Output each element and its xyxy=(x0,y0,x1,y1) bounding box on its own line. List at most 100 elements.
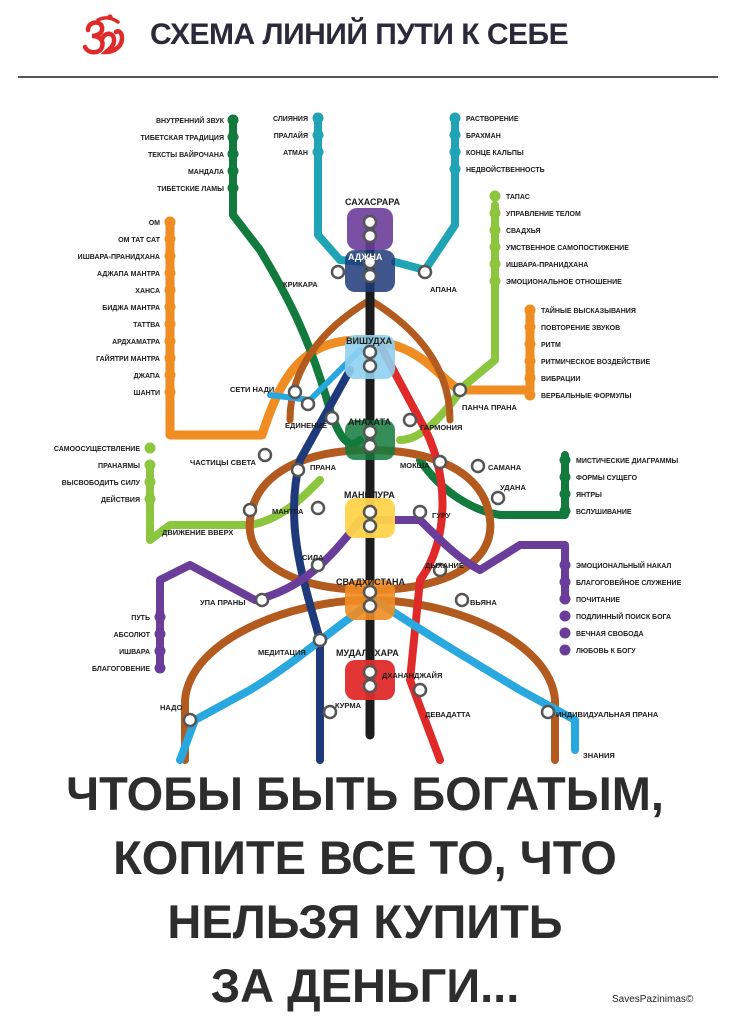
teal-line-right xyxy=(391,114,459,274)
svg-text:КОНЦЕ КАЛЬПЫ: КОНЦЕ КАЛЬПЫ xyxy=(466,150,524,157)
svg-text:ОМ ТАТ САТ: ОМ ТАТ САТ xyxy=(118,237,161,244)
station-devadatta: ДЕВАДАТТА xyxy=(425,710,471,719)
chakra-label-svadhisthana: СВАДХИСТАНА xyxy=(336,577,405,587)
station-dvizhenie-vverh: ДВИЖЕНИЕ ВВЕРХ xyxy=(162,528,233,537)
list-teal-right: РАСТВОРЕНИЕ БРАХМАН КОНЦЕ КАЛЬПЫ НЕДВОЙС… xyxy=(466,116,545,174)
chakra-label-muladhara: МУДАЛАХАРА xyxy=(336,648,399,658)
svg-text:СЛИЯНИЯ: СЛИЯНИЯ xyxy=(273,116,308,123)
svg-text:ШАНТИ: ШАНТИ xyxy=(134,390,160,397)
station-seti-nadi: СЕТИ НАДИ xyxy=(230,385,274,394)
station-samana: САМАНА xyxy=(488,463,522,472)
svg-text:ПОЧИТАНИЕ: ПОЧИТАНИЕ xyxy=(576,597,620,604)
svg-text:ВЫСВОБОДИТЬ СИЛУ: ВЫСВОБОДИТЬ СИЛУ xyxy=(62,480,141,487)
station-individualnaya-prana: ИНДИВИДУАЛЬНАЯ ПРАНА xyxy=(556,710,659,719)
svg-text:БЛАГОГОВЕНИЕ: БЛАГОГОВЕНИЕ xyxy=(92,666,150,673)
svg-text:ТИБЕТСКАЯ ТРАДИЦИЯ: ТИБЕТСКАЯ ТРАДИЦИЯ xyxy=(141,135,224,142)
svg-text:БИДЖА МАНТРА: БИДЖА МАНТРА xyxy=(102,305,160,312)
header: СХЕМА ЛИНИЙ ПУТИ К СЕБЕ xyxy=(0,0,730,80)
svg-text:ВСЛУШИВАНИЕ: ВСЛУШИВАНИЕ xyxy=(576,509,632,516)
svg-text:АРДХАМАТРА: АРДХАМАТРА xyxy=(112,339,160,346)
list-purple-right: ЭМОЦИОНАЛЬНЫЙ НАКАЛ БЛАГОГОВЕЙНОЕ СЛУЖЕН… xyxy=(576,561,682,655)
svg-text:ДЖАПА: ДЖАПА xyxy=(134,373,160,380)
list-orange-left: ОМ ОМ ТАТ САТ ИШВАРА-ПРАНИДХАНА АДЖАПА М… xyxy=(78,220,161,397)
svg-text:ЭМОЦИОНАЛЬНЫЙ НАКАЛ: ЭМОЦИОНАЛЬНЫЙ НАКАЛ xyxy=(576,561,671,570)
station-chastitsy-sveta: ЧАСТИЦЫ СВЕТА xyxy=(190,458,257,467)
svg-text:РАСТВОРЕНИЕ: РАСТВОРЕНИЕ xyxy=(466,116,519,123)
svg-text:ТАПАС: ТАПАС xyxy=(506,194,530,201)
chakra-zones xyxy=(345,208,395,700)
list-light-green-left: САМООСУЩЕСТВЛЕНИЕ ПРАНАЯМЫ ВЫСВОБОДИТЬ С… xyxy=(54,446,141,504)
station-kurma: КУРМА xyxy=(335,701,362,710)
station-apana: АПАНА xyxy=(430,285,458,294)
station-meditatsiya: МЕДИТАЦИЯ xyxy=(258,648,306,657)
svg-text:ИШВАРА-ПРАНИДХАНА: ИШВАРА-ПРАНИДХАНА xyxy=(78,254,160,261)
chakra-label-manipura: МАНИПУРА xyxy=(344,490,395,500)
page-title: СХЕМА ЛИНИЙ ПУТИ К СЕБЕ xyxy=(150,18,569,51)
svg-text:СВАДХЬЯ: СВАДХЬЯ xyxy=(506,228,541,235)
svg-text:ПУТЬ: ПУТЬ xyxy=(131,615,150,622)
svg-text:МИСТИЧЕСКИЕ ДИАГРАММЫ: МИСТИЧЕСКИЕ ДИАГРАММЫ xyxy=(576,458,678,465)
svg-text:ВИБРАЦИИ: ВИБРАЦИИ xyxy=(541,376,580,383)
svg-text:ФОРМЫ СУЩЕГО: ФОРМЫ СУЩЕГО xyxy=(576,475,638,482)
list-dark-green-right: МИСТИЧЕСКИЕ ДИАГРАММЫ ФОРМЫ СУЩЕГО ЯНТРЫ… xyxy=(576,458,678,516)
svg-text:ПРАНАЯМЫ: ПРАНАЯМЫ xyxy=(98,463,140,470)
station-pancha-prana: ПАНЧА ПРАНА xyxy=(462,403,518,412)
station-upa-prany: УПА ПРАНЫ xyxy=(200,598,245,607)
svg-text:ХАНСА: ХАНСА xyxy=(135,288,160,295)
om-icon xyxy=(82,14,125,55)
svg-text:АТМАН: АТМАН xyxy=(283,150,308,157)
quote: ЧТОБЫ БЫТЬ БОГАТЫМ, КОПИТЕ ВСЕ ТО, ЧТО Н… xyxy=(0,762,730,1018)
list-stop-markers xyxy=(144,112,571,674)
svg-text:МАНДАЛА: МАНДАЛА xyxy=(188,169,224,176)
red-line xyxy=(376,341,447,764)
station-garmoniya: ГАРМОНИЯ xyxy=(420,423,462,432)
svg-text:ВНУТРЕННИЙ ЗВУК: ВНУТРЕННИЙ ЗВУК xyxy=(156,116,225,125)
svg-text:БРАХМАН: БРАХМАН xyxy=(466,133,501,140)
chakra-labels: САХАСРАРА АДЖНА ВИШУДХА АНАХАТА МАНИПУРА… xyxy=(336,197,405,658)
station-vyana: ВЬЯНА xyxy=(470,598,497,607)
station-edinenie: ЕДИНЕНИЕ xyxy=(285,421,327,430)
svg-text:ВЕЧНАЯ СВОБОДА: ВЕЧНАЯ СВОБОДА xyxy=(576,631,644,638)
svg-text:БЛАГОГОВЕЙНОЕ СЛУЖЕНИЕ: БЛАГОГОВЕЙНОЕ СЛУЖЕНИЕ xyxy=(576,578,682,587)
svg-text:ОМ: ОМ xyxy=(149,220,160,227)
svg-text:ПРАЛАЙЯ: ПРАЛАЙЯ xyxy=(274,131,308,140)
svg-text:УМСТВЕННОЕ САМОПОСТИЖЕНИЕ: УМСТВЕННОЕ САМОПОСТИЖЕНИЕ xyxy=(506,245,629,252)
quote-line-3: НЕЛЬЗЯ КУПИТЬ xyxy=(167,895,563,948)
station-mantra: МАНТРА xyxy=(272,507,304,516)
quote-line-4: ЗА ДЕНЬГИ... xyxy=(210,959,520,1012)
svg-text:ТИБЕТСКИЕ ЛАМЫ: ТИБЕТСКИЕ ЛАМЫ xyxy=(157,186,224,193)
chakra-label-anahata: АНАХАТА xyxy=(348,417,391,427)
list-labels: ВНУТРЕННИЙ ЗВУК ТИБЕТСКАЯ ТРАДИЦИЯ ТЕКСТ… xyxy=(54,116,682,673)
svg-text:ВЕРБАЛЬНЫЕ ФОРМУЛЫ: ВЕРБАЛЬНЫЕ ФОРМУЛЫ xyxy=(541,393,632,400)
svg-text:ТАЙНЫЕ ВЫСКАЗЫВАНИЯ: ТАЙНЫЕ ВЫСКАЗЫВАНИЯ xyxy=(541,306,636,315)
svg-text:РИТМ: РИТМ xyxy=(541,342,561,349)
svg-text:ДЕЙСТВИЯ: ДЕЙСТВИЯ xyxy=(101,495,140,504)
brown-line-chest xyxy=(286,296,454,424)
svg-text:ЛЮБОВЬ К БОГУ: ЛЮБОВЬ К БОГУ xyxy=(576,648,636,655)
watermark-credit: SavesPazinimas© xyxy=(612,994,694,1005)
chakra-line-map: САХАСРАРА АДЖНА ВИШУДХА АНАХАТА МАНИПУРА… xyxy=(54,112,682,764)
svg-text:ТЕКСТЫ ВАЙРОЧАНА: ТЕКСТЫ ВАЙРОЧАНА xyxy=(148,150,224,159)
dark-green-line-right xyxy=(416,451,569,519)
chakra-label-vishuddha: ВИШУДХА xyxy=(346,336,393,346)
svg-text:АДЖАПА МАНТРА: АДЖАПА МАНТРА xyxy=(97,271,160,278)
station-labels: КРИКАРА АПАНА СЕТИ НАДИ ПАНЧА ПРАНА ЕДИН… xyxy=(160,280,659,760)
svg-text:ТАТТВА: ТАТТВА xyxy=(133,322,160,329)
quote-line-2: КОПИТЕ ВСЕ ТО, ЧТО xyxy=(113,831,617,884)
station-prana: ПРАНА xyxy=(310,463,337,472)
station-znaniya: ЗНАНИЯ xyxy=(583,751,615,760)
brown-line-hips xyxy=(181,596,559,764)
chakra-label-sahasrara: САХАСРАРА xyxy=(345,197,400,207)
station-nado: НАДО xyxy=(160,703,182,712)
svg-text:РИТМИЧЕСКОЕ ВОЗДЕЙСТВИЕ: РИТМИЧЕСКОЕ ВОЗДЕЙСТВИЕ xyxy=(541,357,650,366)
svg-text:ЭМОЦИОНАЛЬНОЕ ОТНОШЕНИЕ: ЭМОЦИОНАЛЬНОЕ ОТНОШЕНИЕ xyxy=(506,279,622,286)
svg-text:УПРАВЛЕНИЕ ТЕЛОМ: УПРАВЛЕНИЕ ТЕЛОМ xyxy=(506,211,581,218)
svg-text:НЕДВОЙСТВЕННОСТЬ: НЕДВОЙСТВЕННОСТЬ xyxy=(466,165,545,174)
station-markers xyxy=(182,214,556,728)
station-dyhanie: ДЫХАНИЕ xyxy=(425,561,464,570)
station-moksha: МОКША xyxy=(400,461,430,470)
list-purple-left: ПУТЬ АБСОЛЮТ ИШВАРА БЛАГОГОВЕНИЕ xyxy=(92,615,151,673)
svg-text:АБСОЛЮТ: АБСОЛЮТ xyxy=(114,632,151,639)
svg-text:ГАЙЯТРИ МАНТРА: ГАЙЯТРИ МАНТРА xyxy=(96,354,160,363)
chakra-label-ajna: АДЖНА xyxy=(348,252,383,262)
